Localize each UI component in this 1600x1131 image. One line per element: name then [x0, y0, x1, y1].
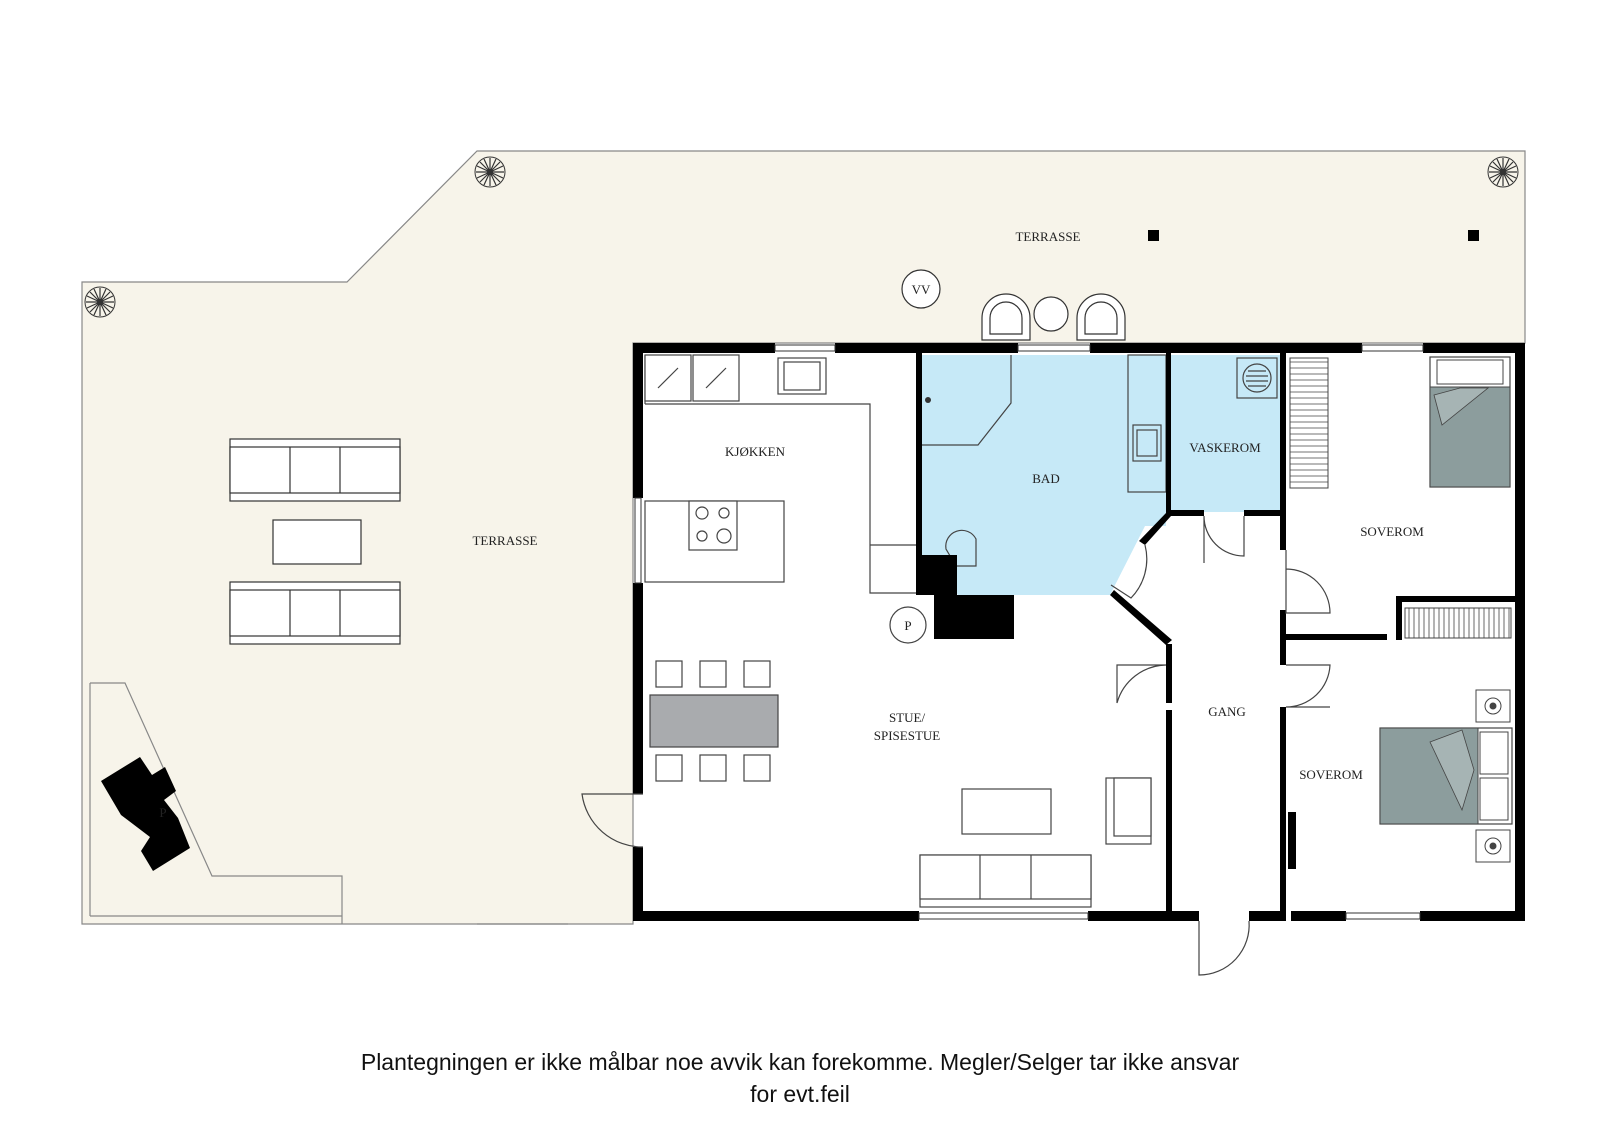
label-terrasse-top: TERRASSE [1015, 229, 1080, 244]
label-p-indoor: P [904, 618, 911, 633]
radiator-lower [1404, 607, 1512, 639]
label-terrasse-left: TERRASSE [472, 533, 537, 548]
post-marker [1148, 230, 1159, 241]
label-vaskerom: VASKEROM [1189, 440, 1261, 455]
tree-icon [474, 156, 506, 188]
post-marker [1468, 230, 1479, 241]
dining-set [649, 660, 779, 782]
label-bad: BAD [1032, 471, 1059, 486]
outdoor-seating [981, 293, 1126, 341]
interior-floor [636, 349, 1518, 914]
label-kjokken: KJØKKEN [725, 444, 786, 459]
label-p-outdoor: P [159, 805, 166, 820]
disclaimer-line-2: for evt.feil [750, 1081, 850, 1107]
kitchen-fixtures [644, 354, 918, 594]
label-gang: GANG [1208, 704, 1246, 719]
label-stue-line1: STUE/ [889, 710, 926, 725]
washer-icon [1236, 357, 1278, 399]
walls [633, 343, 1525, 921]
bathroom-fixtures [922, 354, 1167, 567]
radiator-upper [1289, 357, 1329, 489]
label-soverom-2: SOVEROM [1299, 767, 1363, 782]
outdoor-lounge [229, 438, 401, 645]
outdoor-fireplace [101, 757, 190, 871]
bed-bedroom-2 [1379, 689, 1513, 863]
bathroom-fill [922, 355, 1166, 595]
tree-icon [1487, 156, 1519, 188]
terrace-edge [90, 682, 343, 924]
label-stue-line2: SPISESTUE [874, 728, 941, 743]
windows [634, 344, 1424, 920]
vv-symbol [901, 269, 941, 309]
living-furniture [889, 606, 1152, 908]
wardrobe-bedroom-2 [1288, 812, 1296, 869]
terrace-area [81, 150, 1526, 925]
bed-bedroom-1 [1429, 356, 1511, 488]
fireplace-symbol [889, 606, 927, 644]
disclaimer-line-1: Plantegningen er ikke målbar noe avvik k… [360, 1049, 1240, 1075]
label-vv: VV [912, 282, 931, 297]
label-soverom-1: SOVEROM [1360, 524, 1424, 539]
terrace-top [81, 150, 1526, 925]
tree-icon [84, 286, 116, 318]
doors [581, 515, 1331, 976]
